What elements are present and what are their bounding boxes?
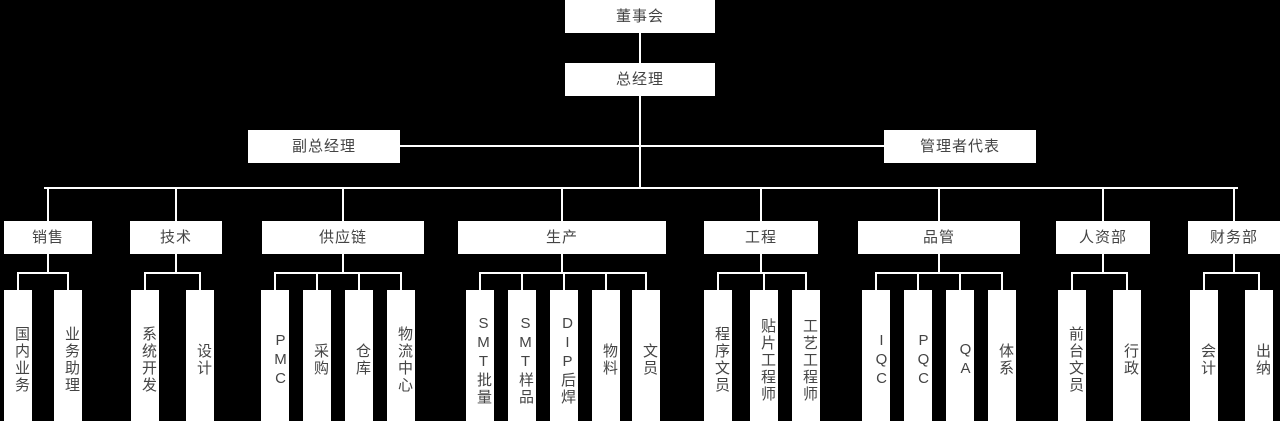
connector-dept-stem-0	[47, 254, 49, 272]
connector-child-drop-4-0	[717, 272, 719, 290]
node-team-3-0[interactable]: SMT批量	[466, 290, 494, 421]
node-team-3-4[interactable]: 文员	[632, 290, 660, 421]
node-department-7[interactable]: 财务部	[1188, 221, 1280, 254]
node-team-1-0[interactable]: 系统开发	[131, 290, 159, 421]
node-management-representative[interactable]: 管理者代表	[884, 130, 1036, 163]
node-department-4[interactable]: 工程	[704, 221, 818, 254]
connector-dept-stem-2	[342, 254, 344, 272]
connector-child-drop-3-3	[605, 272, 607, 290]
connector-dept-drop-4	[760, 187, 762, 221]
connector-child-bar-0	[17, 272, 69, 274]
connector-child-drop-3-1	[521, 272, 523, 290]
connector-child-drop-3-0	[479, 272, 481, 290]
node-team-0-1[interactable]: 业务助理	[54, 290, 82, 421]
connector-child-drop-1-1	[199, 272, 201, 290]
node-team-4-1[interactable]: 贴片工程师	[750, 290, 778, 421]
connector-child-bar-4	[717, 272, 807, 274]
connector-dept-stem-1	[175, 254, 177, 272]
connector-child-bar-1	[144, 272, 201, 274]
connector-dept-stem-7	[1233, 254, 1235, 272]
connector-child-drop-5-3	[1001, 272, 1003, 290]
connector-dept-drop-6	[1102, 187, 1104, 221]
node-team-0-0[interactable]: 国内业务	[4, 290, 32, 421]
connector-dept-drop-1	[175, 187, 177, 221]
connector-dept-drop-5	[938, 187, 940, 221]
node-department-3[interactable]: 生产	[458, 221, 666, 254]
node-department-5[interactable]: 品管	[858, 221, 1020, 254]
node-team-5-0[interactable]: IQC	[862, 290, 890, 421]
connector-board-to-gm	[639, 33, 641, 63]
node-team-4-0[interactable]: 程序文员	[704, 290, 732, 421]
connector-child-drop-0-1	[67, 272, 69, 290]
connector-child-drop-4-1	[763, 272, 765, 290]
connector-manager-bus	[400, 145, 884, 147]
connector-child-bar-5	[875, 272, 1003, 274]
node-general-manager[interactable]: 总经理	[565, 63, 715, 96]
node-team-1-1[interactable]: 设计	[186, 290, 214, 421]
connector-child-drop-5-2	[959, 272, 961, 290]
node-department-1[interactable]: 技术	[130, 221, 222, 254]
connector-child-bar-7	[1203, 272, 1260, 274]
node-team-7-0[interactable]: 会计	[1190, 290, 1218, 421]
node-team-2-1[interactable]: 采购	[303, 290, 331, 421]
connector-child-bar-2	[274, 272, 402, 274]
connector-dept-stem-6	[1102, 254, 1104, 272]
node-team-5-2[interactable]: QA	[946, 290, 974, 421]
node-team-7-1[interactable]: 出纳	[1245, 290, 1273, 421]
node-department-0[interactable]: 销售	[4, 221, 92, 254]
node-team-2-3[interactable]: 物流中心	[387, 290, 415, 421]
node-deputy-general-manager[interactable]: 副总经理	[248, 130, 400, 163]
connector-child-drop-3-2	[563, 272, 565, 290]
node-team-6-0[interactable]: 前台文员	[1058, 290, 1086, 421]
connector-dept-stem-3	[561, 254, 563, 272]
connector-child-drop-6-1	[1126, 272, 1128, 290]
connector-child-drop-2-0	[274, 272, 276, 290]
connector-dept-drop-3	[561, 187, 563, 221]
connector-department-bus	[44, 187, 1238, 189]
connector-child-drop-1-0	[144, 272, 146, 290]
connector-child-drop-2-1	[316, 272, 318, 290]
connector-child-drop-2-3	[400, 272, 402, 290]
node-team-6-1[interactable]: 行政	[1113, 290, 1141, 421]
connector-child-drop-6-0	[1071, 272, 1073, 290]
connector-dept-drop-7	[1233, 187, 1235, 221]
connector-dept-drop-2	[342, 187, 344, 221]
node-team-2-0[interactable]: PMC	[261, 290, 289, 421]
connector-child-drop-0-0	[17, 272, 19, 290]
connector-child-bar-6	[1071, 272, 1128, 274]
node-team-2-2[interactable]: 仓库	[345, 290, 373, 421]
node-team-3-3[interactable]: 物料	[592, 290, 620, 421]
connector-dept-stem-4	[760, 254, 762, 272]
node-team-4-2[interactable]: 工艺工程师	[792, 290, 820, 421]
node-team-3-1[interactable]: SMT样品	[508, 290, 536, 421]
node-board-of-directors[interactable]: 董事会	[565, 0, 715, 33]
connector-child-drop-5-1	[917, 272, 919, 290]
node-team-5-3[interactable]: 体系	[988, 290, 1016, 421]
connector-child-drop-3-4	[645, 272, 647, 290]
connector-dept-stem-5	[938, 254, 940, 272]
connector-child-drop-4-2	[805, 272, 807, 290]
node-department-6[interactable]: 人资部	[1056, 221, 1150, 254]
connector-child-drop-2-2	[358, 272, 360, 290]
node-team-5-1[interactable]: PQC	[904, 290, 932, 421]
node-team-3-2[interactable]: DIP后焊	[550, 290, 578, 421]
connector-child-drop-5-0	[875, 272, 877, 290]
node-department-2[interactable]: 供应链	[262, 221, 424, 254]
connector-child-drop-7-0	[1203, 272, 1205, 290]
connector-child-drop-7-1	[1258, 272, 1260, 290]
connector-dept-drop-0	[47, 187, 49, 221]
connector-gm-trunk	[639, 96, 641, 188]
